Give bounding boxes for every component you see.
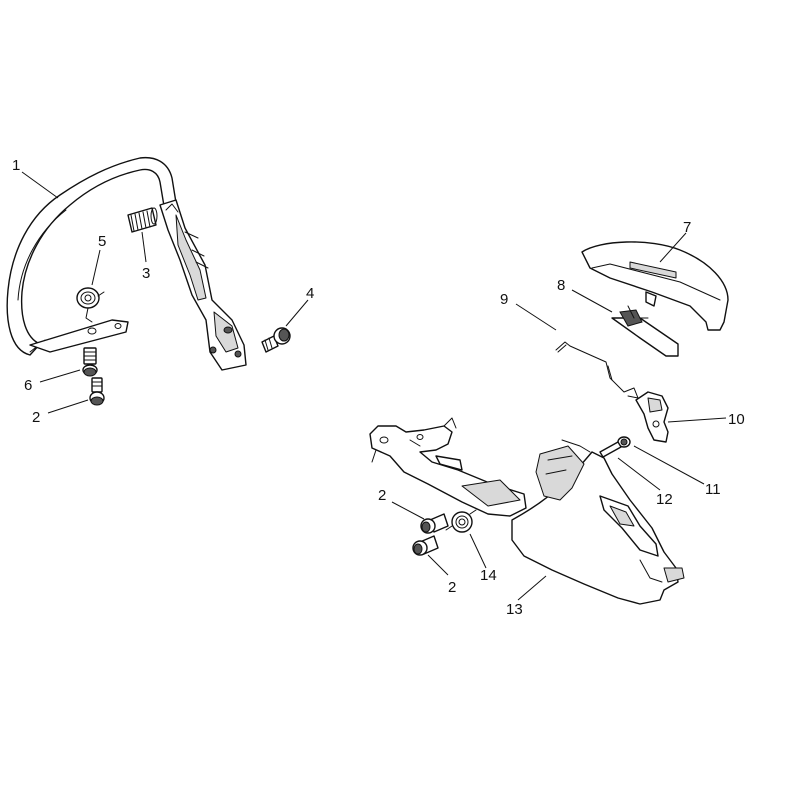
bolt-2-left [89, 377, 105, 406]
label-part-13: 13 [506, 601, 523, 618]
screw-4 [261, 327, 291, 353]
label-part-1: 1 [12, 157, 20, 174]
pin-12 [599, 441, 622, 458]
label-part-12: 12 [656, 491, 673, 508]
part-labels: 1 5 3 4 6 2 7 8 9 10 11 12 13 2 2 14 [12, 157, 745, 618]
wire-rod-9 [555, 341, 639, 399]
label-part-7: 7 [683, 219, 691, 236]
label-part-2-right-lower: 2 [448, 579, 456, 596]
label-part-2-right-upper: 2 [378, 487, 386, 504]
label-part-3: 3 [142, 265, 150, 282]
chain-brake-assembly [369, 241, 729, 605]
label-part-5: 5 [98, 233, 106, 250]
cover-7 [581, 241, 729, 331]
handle-bracket [29, 319, 129, 353]
coil-spring-3 [127, 207, 158, 233]
bolt-2-right-lower [412, 535, 439, 556]
leader-lines [21, 171, 727, 601]
bolt-6 [82, 347, 98, 377]
label-part-6: 6 [24, 377, 32, 394]
lever-8 [611, 305, 679, 357]
label-part-4: 4 [306, 285, 314, 302]
bolt-2-right-upper [420, 513, 449, 534]
torsion-spring-14 [445, 509, 477, 533]
label-part-10: 10 [728, 411, 745, 428]
lever-10 [635, 391, 669, 443]
spring-11 [617, 436, 631, 448]
front-handle-assembly [6, 156, 291, 406]
torsion-spring-5 [76, 287, 105, 323]
label-part-2-left: 2 [32, 409, 40, 426]
sprocket-cover-13 [511, 439, 685, 605]
label-part-14: 14 [480, 567, 497, 584]
label-part-8: 8 [557, 277, 565, 294]
label-part-9: 9 [500, 291, 508, 308]
brake-arm [369, 417, 527, 517]
front-handle-bar [6, 156, 179, 356]
label-part-11: 11 [705, 481, 721, 498]
